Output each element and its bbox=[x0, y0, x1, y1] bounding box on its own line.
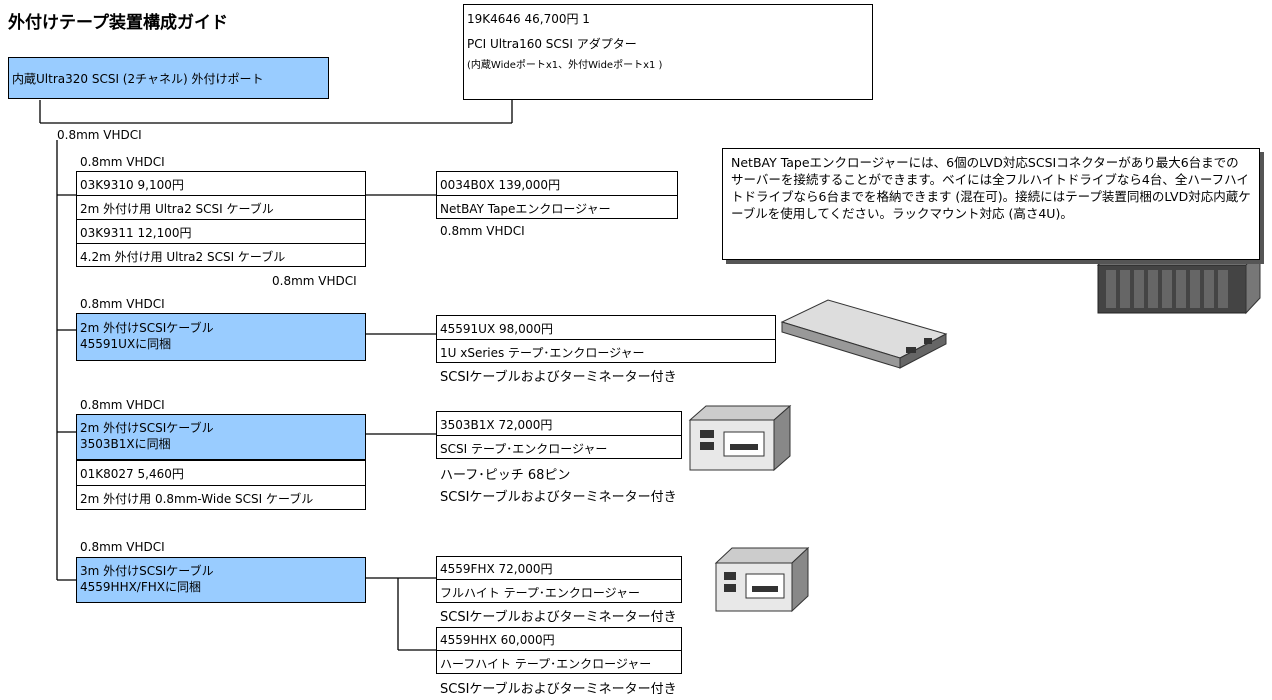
group3-cable-line2: 3503B1Xに同梱 bbox=[80, 437, 171, 451]
1u-name: 1U xSeries テープ･エンクロージャー bbox=[440, 346, 645, 360]
group4-cable-label: 0.8mm VHDCI bbox=[80, 540, 165, 554]
group2-cable-line1: 2m 外付けSCSIケーブル bbox=[80, 321, 214, 335]
1u-note: SCSIケーブルおよびターミネーター付き bbox=[440, 370, 677, 385]
4559hhx-pn-price: 4559HHX 60,000円 bbox=[440, 633, 555, 647]
3503-note1: ハーフ･ピッチ 68ピン bbox=[440, 468, 571, 483]
group2-cable-line2: 45591UXに同梱 bbox=[80, 337, 172, 351]
1u-device-box[interactable]: 45591UX 98,000円 1U xSeries テープ･エンクロージャー bbox=[436, 315, 776, 363]
netbay-name: NetBAY Tapeエンクロージャー bbox=[440, 202, 611, 216]
group2-cable-box[interactable]: 2m 外付けSCSIケーブル 45591UXに同梱 bbox=[76, 313, 366, 361]
divider bbox=[437, 339, 775, 340]
group4-cable-line1: 3m 外付けSCSIケーブル bbox=[80, 564, 214, 578]
group1-cable-box[interactable]: 03K9310 9,100円 2m 外付け用 Ultra2 SCSI ケーブル … bbox=[76, 171, 366, 267]
cable-b-pn-price: 03K9311 12,100円 bbox=[80, 226, 192, 240]
extra-cable-desc: 2m 外付け用 0.8mm-Wide SCSI ケーブル bbox=[80, 492, 314, 506]
3503-device-box[interactable]: 3503B1X 72,000円 SCSI テープ･エンクロージャー bbox=[436, 411, 682, 459]
netbay-device-box[interactable]: 0034B0X 139,000円 NetBAY Tapeエンクロージャー bbox=[436, 171, 678, 219]
internal-port-label: 内蔵Ultra320 SCSI (2チャネル) 外付けポート bbox=[12, 72, 264, 86]
4559fhx-name: フルハイト テープ･エンクロージャー bbox=[440, 586, 641, 600]
3503-pn-price: 3503B1X 72,000円 bbox=[440, 418, 553, 432]
group3-cable-box[interactable]: 2m 外付けSCSIケーブル 3503B1Xに同梱 bbox=[76, 414, 366, 460]
group3-cable-label: 0.8mm VHDCI bbox=[80, 398, 165, 412]
netbay-pn-price: 0034B0X 139,000円 bbox=[440, 178, 561, 192]
tape-tower-image-1 bbox=[688, 404, 792, 472]
divider bbox=[77, 243, 365, 244]
main-cable-label: 0.8mm VHDCI bbox=[57, 128, 142, 142]
cable-b-desc: 4.2m 外付け用 Ultra2 SCSI ケーブル bbox=[80, 250, 286, 264]
divider bbox=[437, 195, 677, 196]
group3-extra-cable-box[interactable]: 01K8027 5,460円 2m 外付け用 0.8mm-Wide SCSI ケ… bbox=[76, 460, 366, 510]
4559hhx-note: SCSIケーブルおよびターミネーター付き bbox=[440, 682, 677, 697]
3503-note2: SCSIケーブルおよびターミネーター付き bbox=[440, 490, 677, 505]
divider bbox=[437, 650, 681, 651]
extra-cable-pn-price: 01K8027 5,460円 bbox=[80, 467, 184, 481]
cable-a-desc: 2m 外付け用 Ultra2 SCSI ケーブル bbox=[80, 202, 274, 216]
1u-pn-price: 45591UX 98,000円 bbox=[440, 322, 553, 336]
divider bbox=[437, 435, 681, 436]
netbay-note: NetBAY Tapeエンクロージャーには、6個のLVD対応SCSIコネクターが… bbox=[722, 148, 1260, 260]
1u-enclosure-image bbox=[780, 299, 948, 369]
group1-cable-label: 0.8mm VHDCI bbox=[80, 155, 165, 169]
3503-name: SCSI テープ･エンクロージャー bbox=[440, 442, 608, 456]
adapter-pn-price: 19K4646 46,700円 1 bbox=[467, 12, 590, 26]
group2-cable-label: 0.8mm VHDCI bbox=[80, 297, 165, 311]
4559fhx-note: SCSIケーブルおよびターミネーター付き bbox=[440, 610, 677, 625]
divider bbox=[77, 219, 365, 220]
group3-cable-line1: 2m 外付けSCSIケーブル bbox=[80, 421, 214, 435]
divider bbox=[437, 579, 681, 580]
internal-port-box[interactable]: 内蔵Ultra320 SCSI (2チャネル) 外付けポート bbox=[8, 57, 329, 99]
4559fhx-device-box[interactable]: 4559FHX 72,000円 フルハイト テープ･エンクロージャー bbox=[436, 556, 682, 603]
adapter-box[interactable]: 19K4646 46,700円 1 PCI Ultra160 SCSI アダプタ… bbox=[463, 4, 873, 100]
4559fhx-pn-price: 4559FHX 72,000円 bbox=[440, 562, 553, 576]
group4-cable-box[interactable]: 3m 外付けSCSIケーブル 4559HHX/FHXに同梱 bbox=[76, 557, 366, 603]
group1-cable-label-below: 0.8mm VHDCI bbox=[272, 274, 357, 288]
group4-cable-line2: 4559HHX/FHXに同梱 bbox=[80, 580, 201, 594]
cable-a-pn-price: 03K9310 9,100円 bbox=[80, 178, 184, 192]
4559hhx-device-box[interactable]: 4559HHX 60,000円 ハーフハイト テープ･エンクロージャー bbox=[436, 627, 682, 674]
divider bbox=[77, 195, 365, 196]
adapter-ports: (内蔵Wideポートx1、外付Wideポートx1 ) bbox=[467, 60, 663, 71]
netbay-cable-label: 0.8mm VHDCI bbox=[440, 224, 525, 238]
adapter-name: PCI Ultra160 SCSI アダプター bbox=[467, 37, 637, 51]
divider bbox=[77, 485, 365, 486]
4559hhx-name: ハーフハイト テープ･エンクロージャー bbox=[440, 657, 652, 671]
page-title: 外付けテープ装置構成ガイド bbox=[8, 13, 228, 33]
tape-tower-image-2 bbox=[714, 546, 810, 613]
